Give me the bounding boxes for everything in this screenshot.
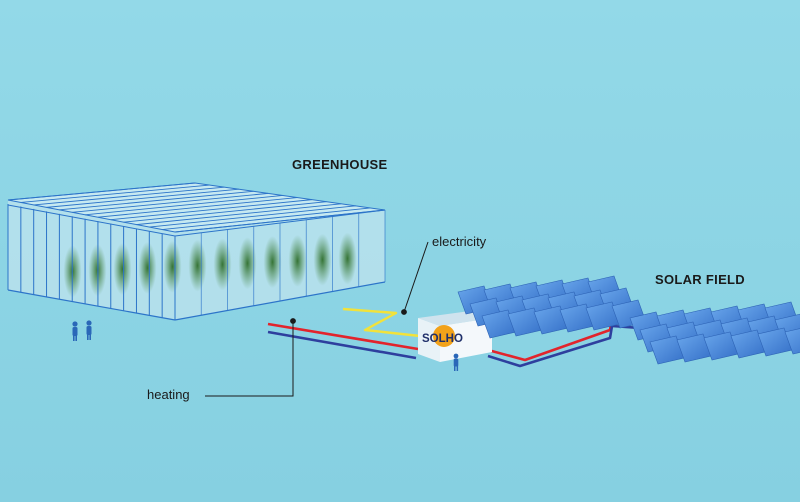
solar-field-title: SOLAR FIELD [655,272,745,287]
solar-field-rows-front [629,301,800,365]
greenhouse [7,182,386,321]
electricity-callout-line [403,241,429,313]
plant-row [163,240,182,293]
greenhouse-ridge [110,199,312,221]
greenhouse-side-eave [174,209,386,237]
greenhouse-ridges [7,182,386,233]
plant-row [263,236,282,289]
electricity-callout-dot [401,309,407,315]
greenhouse-ridge [97,197,298,218]
person-figure [86,320,92,340]
greenhouse-ridge [46,188,239,208]
solho-unit: SOLHO [418,311,492,371]
solho-unit-top [418,311,492,326]
solho-brand-text: SOLHO [422,333,463,345]
solho-unit-front [418,318,440,362]
solho-logo-sun-icon [433,325,455,347]
people-near-greenhouse [72,320,92,341]
plant-row [238,237,257,290]
greenhouse-ridge [162,207,371,230]
plant-row [288,234,307,287]
solho-unit-side [440,318,492,362]
greenhouse-ridge [59,190,254,211]
greenhouse-ridge [85,195,283,216]
plant-row [188,239,207,292]
greenhouse-ridge [149,205,356,228]
plant-row [138,241,157,294]
greenhouse-front-eave [7,204,176,237]
greenhouse-ridge [72,192,269,213]
greenhouse-front-base [7,289,176,321]
plant-row [313,233,332,286]
electricity-label: electricity [432,234,487,249]
plant-row [113,243,132,296]
greenhouse-plants [63,232,357,298]
person-figure [72,321,78,341]
heating-callout-dot [290,318,296,324]
heating-label: heating [147,387,190,402]
solar-field-rows-back [457,275,647,339]
plant-row [338,232,357,285]
person-figure [453,353,459,371]
greenhouse-ridge [174,209,386,233]
greenhouse-ridge [7,182,196,201]
plant-row [213,238,232,291]
callout-lines [205,241,429,397]
greenhouse-ridge [33,186,225,206]
greenhouse-ridge [123,201,327,223]
greenhouse-ridge [20,184,210,203]
greenhouse-title: GREENHOUSE [292,157,388,172]
solar-panel [784,328,800,355]
greenhouse-ridge [136,203,342,226]
electricity-wire [342,307,421,338]
greenhouse-posts [7,204,386,320]
heating-callout-line [205,321,294,397]
